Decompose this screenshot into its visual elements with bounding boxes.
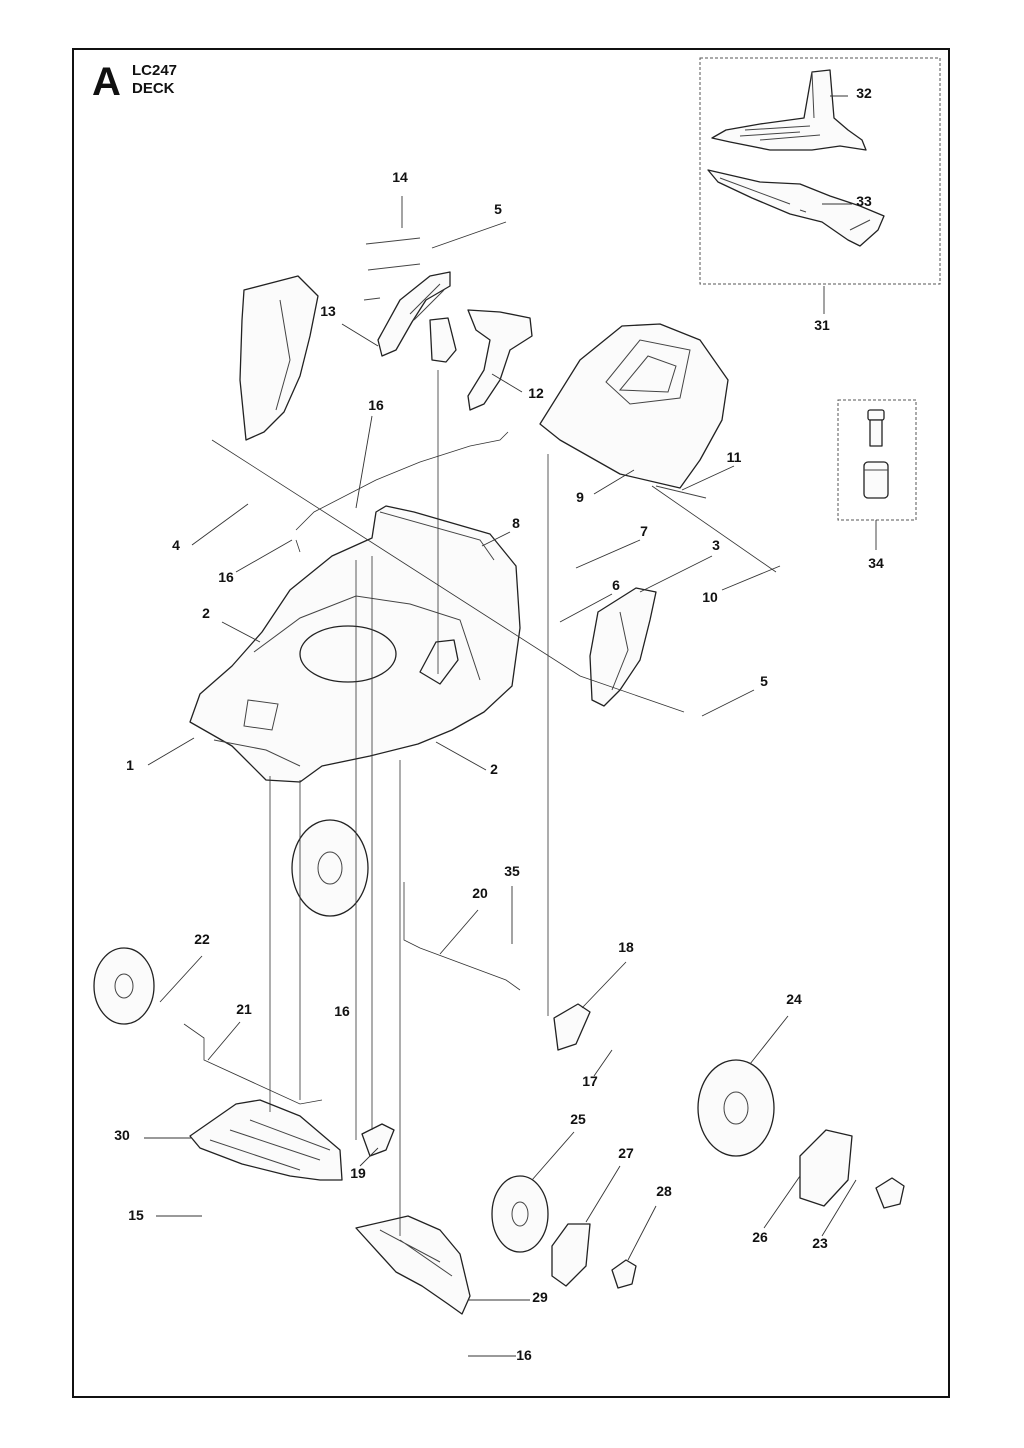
callout-1: 1 [126,757,134,773]
callout-20: 20 [472,885,488,901]
height-lever-left-drawing [239,275,319,441]
rear-wheel-right-drawing [697,1059,775,1157]
bracket-21-drawing [361,1123,395,1157]
callout-32: 32 [856,85,872,101]
callout-31: 31 [814,317,830,333]
callout-17: 17 [582,1073,598,1089]
callout-26: 26 [752,1229,768,1245]
callout-34: 34 [868,555,884,571]
hubcap-rear-drawing [799,1129,853,1207]
callout-15: 15 [128,1207,144,1223]
callout-23: 23 [812,1235,828,1251]
callout-22: 22 [194,931,210,947]
callout-16: 16 [516,1347,532,1363]
callout-18: 18 [618,939,634,955]
pivot-rod-drawing [211,439,685,713]
rear-cover-drawing [539,323,777,573]
callout-16: 16 [334,1003,350,1019]
callout-8: 8 [512,515,520,531]
rear-wheel-left-drawing [291,819,369,917]
section-letter: A [92,60,121,104]
callout-12: 12 [528,385,544,401]
bracket-20-drawing [553,1003,591,1051]
front-wheel-left-drawing [93,947,155,1025]
callout-27: 27 [618,1145,634,1161]
rear-skid-drawing [189,1099,343,1181]
callout-19: 19 [350,1165,366,1181]
front-axle-lower-drawing [183,1023,323,1105]
drawing-border [72,48,950,1398]
cap-rear-drawing [875,1177,905,1209]
callout-10: 10 [702,589,718,605]
assembly-name: DECK [132,80,175,97]
callout-25: 25 [570,1111,586,1127]
height-adjust-assembly-drawing [363,237,533,411]
leader-lines [144,95,877,1357]
callout-2: 2 [202,605,210,621]
bolt-kit-box [837,399,917,521]
deck-housing-drawing [189,505,521,783]
callout-16: 16 [368,397,384,413]
callout-16: 16 [218,569,234,585]
blade-drawing [707,169,885,247]
callout-3: 3 [712,537,720,553]
callout-14: 14 [392,169,408,185]
callout-24: 24 [786,991,802,1007]
callout-29: 29 [532,1289,548,1305]
callout-35: 35 [504,863,520,879]
model-number: LC247 [132,62,178,79]
front-wheel-right-drawing [491,1175,549,1253]
callout-9: 9 [576,489,584,505]
front-skid-drawing [355,1215,471,1315]
callout-5: 5 [494,201,502,217]
blade-kit-box [699,57,941,285]
callout-2: 2 [490,761,498,777]
callout-21: 21 [236,1001,252,1017]
bolt-and-spacer-drawing [863,409,889,499]
callout-13: 13 [320,303,336,319]
callout-4: 4 [172,537,180,553]
callout-6: 6 [612,577,620,593]
rear-axle-drawing [295,431,509,553]
blade-adapter-drawing [711,69,867,151]
callout-labels: 1223455678910111213141516161616171819202… [114,85,884,1363]
height-lever-right-drawing [589,587,657,707]
callout-5: 5 [760,673,768,689]
callout-33: 33 [856,193,872,209]
cap-front-drawing [611,1259,637,1289]
callout-28: 28 [656,1183,672,1199]
hubcap-front-drawing [551,1223,591,1287]
callout-11: 11 [727,449,742,465]
front-axle-drawing [403,882,521,991]
alignment-lines [269,370,549,1236]
callout-7: 7 [640,523,648,539]
callout-30: 30 [114,1127,130,1143]
